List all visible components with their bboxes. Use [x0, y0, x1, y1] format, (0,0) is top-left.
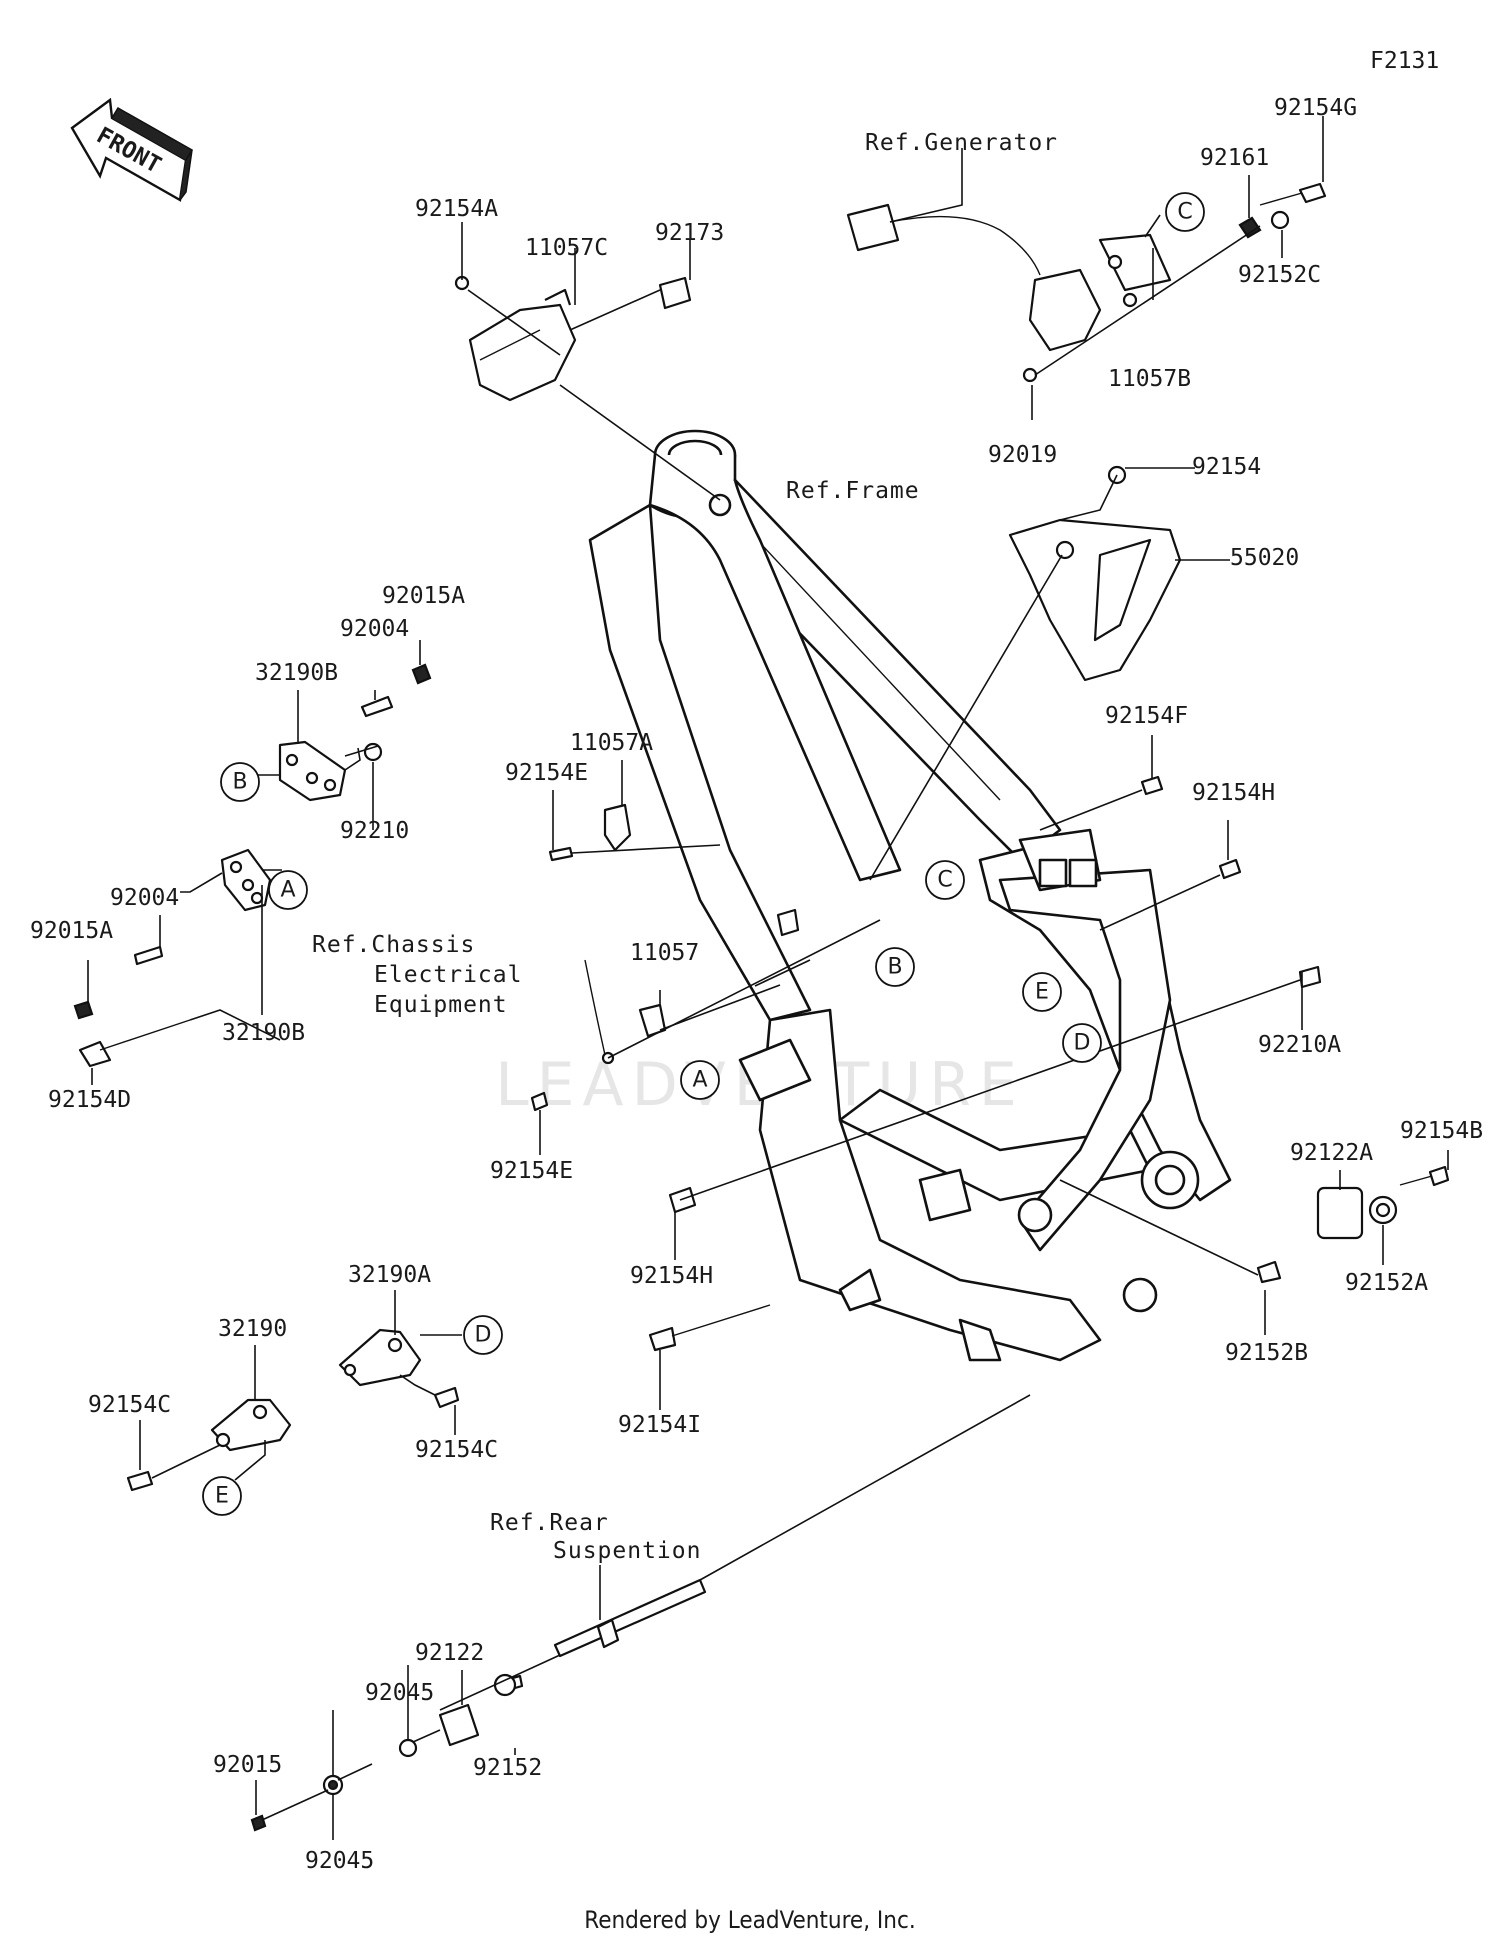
right-hardware-illustration: [648, 775, 1450, 1352]
label-92154a: 92154A: [415, 196, 498, 222]
grommet-icon: [1022, 367, 1038, 383]
label-92045-top: 92045: [365, 1680, 434, 1706]
label-92154e-bot: 92154E: [490, 1158, 573, 1184]
label-92015: 92015: [213, 1752, 282, 1778]
bracket-32190-illustration: [126, 1398, 292, 1492]
callout-a-left: A: [268, 870, 308, 910]
callout-d-frame: D: [1062, 1023, 1102, 1063]
label-32190: 32190: [218, 1316, 287, 1342]
svg-text:E: E: [1035, 980, 1049, 1005]
label-92152a: 92152A: [1345, 1270, 1428, 1296]
label-92154: 92154: [1192, 454, 1261, 480]
svg-text:D: D: [475, 1323, 492, 1348]
front-arrow-icon: FRONT: [70, 97, 194, 202]
nut-icon: [1238, 216, 1262, 239]
label-92210: 92210: [340, 818, 409, 844]
callout-e-bracket: E: [202, 1476, 242, 1516]
label-92161: 92161: [1200, 145, 1269, 171]
ref-rear-line1: Ref.Rear: [490, 1510, 609, 1536]
bracket-11057c-illustration: [454, 275, 692, 402]
label-11057b: 11057B: [1108, 366, 1191, 392]
cover-illustration: [1008, 465, 1182, 682]
label-92154b: 92154B: [1400, 1118, 1483, 1144]
label-92154h-bot: 92154H: [630, 1263, 713, 1289]
label-92210a: 92210A: [1258, 1032, 1341, 1058]
frame-illustration: [588, 429, 1232, 1362]
leader-lines: [87, 116, 1449, 1840]
ref-chassis-line3: Equipment: [374, 992, 508, 1018]
svg-text:B: B: [887, 955, 902, 980]
label-92154f: 92154F: [1105, 703, 1188, 729]
label-11057c: 11057C: [525, 235, 608, 261]
label-92015a-top: 92015A: [382, 583, 465, 609]
label-11057: 11057: [630, 940, 699, 966]
label-32190a: 32190A: [348, 1262, 431, 1288]
label-92004-top: 92004: [340, 616, 409, 642]
callout-a-frame: A: [680, 1060, 720, 1100]
callout-b-left: B: [220, 762, 260, 802]
svg-text:C: C: [937, 868, 952, 893]
label-92154c-left: 92154C: [88, 1392, 171, 1418]
label-92019: 92019: [988, 442, 1057, 468]
svg-text:B: B: [232, 770, 247, 795]
callout-b-frame: B: [875, 947, 915, 987]
svg-text:C: C: [1177, 200, 1192, 225]
label-92004-mid: 92004: [110, 885, 179, 911]
label-92154i: 92154I: [618, 1412, 701, 1438]
ref-chassis-line2: Electrical: [374, 962, 522, 988]
label-32190b-mid: 32190B: [222, 1020, 305, 1046]
figure-id: F2131: [1370, 48, 1439, 74]
svg-text:A: A: [280, 878, 295, 903]
callout-d-bracket: D: [463, 1315, 503, 1355]
callout-c-frame: C: [925, 860, 965, 900]
ref-rear-line2: Suspention: [553, 1538, 701, 1564]
callout-c-top: C: [1165, 192, 1205, 232]
label-92173: 92173: [655, 220, 724, 246]
bolt-icon: [1259, 182, 1327, 206]
label-92122a: 92122A: [1290, 1140, 1373, 1166]
callout-e-frame: E: [1022, 972, 1062, 1012]
svg-text:E: E: [215, 1484, 229, 1509]
shaft-illustration: [250, 1578, 707, 1832]
clamp-11057-illustration: [530, 908, 800, 1112]
label-92154e-top: 92154E: [505, 760, 588, 786]
label-11057a: 11057A: [570, 730, 653, 756]
clip-11057a-illustration: [548, 803, 632, 862]
label-32190b-top: 32190B: [255, 660, 338, 686]
svg-text:D: D: [1074, 1031, 1091, 1056]
label-92154g: 92154G: [1274, 95, 1357, 121]
label-92015a-mid: 92015A: [30, 918, 113, 944]
ref-generator: Ref.Generator: [865, 130, 1058, 156]
label-92154h-right: 92154H: [1192, 780, 1275, 806]
ref-chassis-line1: Ref.Chassis: [312, 932, 475, 958]
label-92152c: 92152C: [1238, 262, 1321, 288]
bracket-32190a-illustration: [338, 1328, 460, 1409]
label-92122: 92122: [415, 1640, 484, 1666]
footer-credit: Rendered by LeadVenture, Inc.: [584, 1906, 915, 1934]
label-55020: 55020: [1230, 545, 1299, 571]
label-92154d: 92154D: [48, 1087, 131, 1113]
svg-text:A: A: [692, 1068, 707, 1093]
label-92152: 92152: [473, 1755, 542, 1781]
ref-frame: Ref.Frame: [786, 478, 920, 504]
bracket-32190b-mid-illustration: [73, 848, 272, 1068]
generator-illustration: [846, 203, 1172, 352]
bracket-32190b-upper-illustration: [278, 663, 432, 802]
label-92154c-mid: 92154C: [415, 1437, 498, 1463]
label-92045-bot: 92045: [305, 1848, 374, 1874]
collar-icon: [1270, 210, 1290, 230]
label-92152b: 92152B: [1225, 1340, 1308, 1366]
